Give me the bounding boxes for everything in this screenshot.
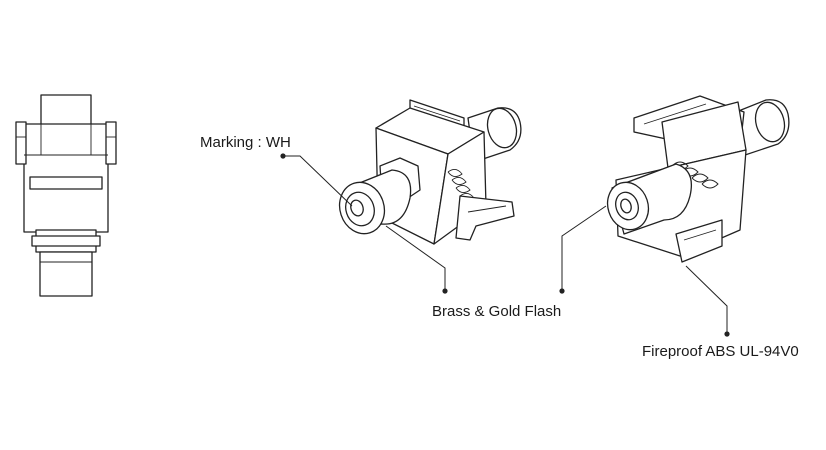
- brass-gold-flash-label: Brass & Gold Flash: [432, 303, 561, 320]
- leader-marking: [280, 153, 353, 207]
- leader-fireproof: [685, 265, 730, 337]
- marking-label: Marking : WH: [200, 134, 291, 151]
- iso-jack-front: [338, 99, 522, 245]
- side-view-jack: [15, 94, 117, 297]
- leader-brass-left: [385, 225, 448, 294]
- iso-jack-rear: [606, 95, 790, 263]
- fireproof-abs-label: Fireproof ABS UL-94V0: [642, 343, 799, 360]
- leader-brass-right: [559, 205, 607, 294]
